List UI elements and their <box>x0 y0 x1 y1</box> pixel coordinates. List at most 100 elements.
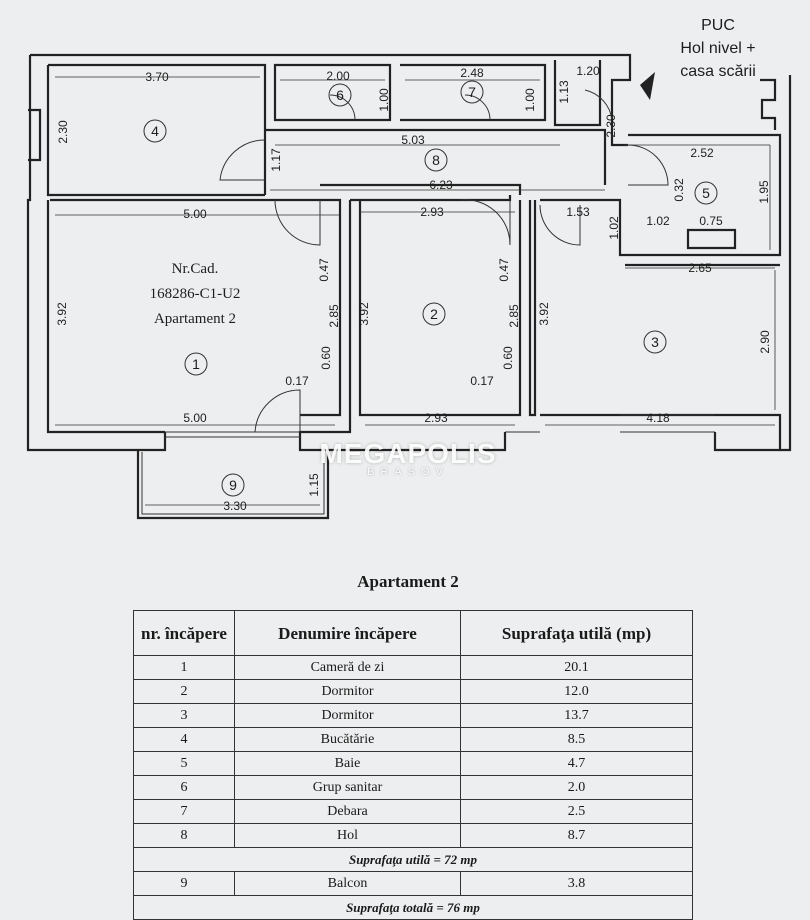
dim-label: 3.70 <box>145 70 169 84</box>
cell-nr: 9 <box>133 871 235 896</box>
dim-label: 2.85 <box>507 304 521 328</box>
table-row: 6 Grup sanitar 2.0 <box>133 775 693 800</box>
cell-area: 8.5 <box>460 727 693 752</box>
dim-label: 2.48 <box>460 66 484 80</box>
dim-label: 2.52 <box>690 146 714 160</box>
dim-label: 1.02 <box>646 214 670 228</box>
useful-total: Suprafaţa utilă = 72 mp <box>133 847 693 872</box>
cell-name: Balcon <box>234 871 461 896</box>
rooms-table: nr. încăpere Denumire încăpere Suprafaţa… <box>133 610 693 920</box>
cell-area: 8.7 <box>460 823 693 848</box>
room-number-7: 7 <box>468 84 476 100</box>
dim-label: 5.00 <box>183 207 207 221</box>
dim-label: 1.13 <box>557 80 571 104</box>
cell-name: Cameră de zi <box>234 655 461 680</box>
cell-name: Debara <box>234 799 461 824</box>
cell-area: 4.7 <box>460 751 693 776</box>
balcony-row: 9 Balcon 3.8 <box>133 871 693 896</box>
watermark-name: MEGAPOLIS <box>319 438 497 469</box>
cell-area: 13.7 <box>460 703 693 728</box>
dim-label: 0.32 <box>672 178 686 202</box>
dim-label: 2.93 <box>420 205 444 219</box>
table-row: 5 Baie 4.7 <box>133 751 693 776</box>
cell-name: Bucătărie <box>234 727 461 752</box>
table-row: 2 Dormitor 12.0 <box>133 679 693 704</box>
cell-name: Grup sanitar <box>234 775 461 800</box>
door-swings <box>219 89 669 433</box>
table-row: 3 Dormitor 13.7 <box>133 703 693 728</box>
dim-label: 0.47 <box>497 258 511 282</box>
vertical-dimension-labels: 2.30 1.00 1.00 1.13 1.17 2.30 0.32 1.95 … <box>55 80 772 497</box>
cell-area: 20.1 <box>460 655 693 680</box>
cell-name: Hol <box>234 823 461 848</box>
dim-label: 1.20 <box>576 64 600 78</box>
table-row: 4 Bucătărie 8.5 <box>133 727 693 752</box>
room-number-2: 2 <box>430 306 438 322</box>
cad-line-3: Apartament 2 <box>154 311 236 327</box>
dim-label: 1.95 <box>757 180 771 204</box>
dim-label: 4.18 <box>646 411 670 425</box>
table-row: 8 Hol 8.7 <box>133 823 693 848</box>
dim-label: 1.53 <box>566 205 590 219</box>
grand-total: Suprafaţa totală = 76 mp <box>133 895 693 920</box>
dim-label: 2.65 <box>688 261 712 275</box>
dim-label: 1.00 <box>523 88 537 112</box>
cell-nr: 4 <box>133 727 235 752</box>
room-number-3: 3 <box>651 334 659 350</box>
room-number-1: 1 <box>192 356 200 372</box>
cell-area: 2.0 <box>460 775 693 800</box>
room-number-9: 9 <box>229 477 237 493</box>
cell-name: Baie <box>234 751 461 776</box>
cell-nr: 8 <box>133 823 235 848</box>
dim-label: 5.00 <box>183 411 207 425</box>
cell-nr: 2 <box>133 679 235 704</box>
watermark-city: BRASOV <box>367 466 449 478</box>
cad-line-2: 168286-C1-U2 <box>150 286 241 302</box>
table-row: 1 Cameră de zi 20.1 <box>133 655 693 680</box>
label-casa-scarii: casa scării <box>680 63 756 80</box>
dim-label: 2.93 <box>424 411 448 425</box>
dimension-labels: 3.70 2.00 2.48 1.20 5.03 2.52 6.23 1.02 … <box>145 64 723 513</box>
room-markers: 1 2 3 4 5 6 7 8 9 <box>143 80 718 497</box>
dim-label: 2.30 <box>604 114 618 138</box>
useful-total-row: Suprafaţa utilă = 72 mp <box>133 847 693 872</box>
dim-label: 0.60 <box>319 346 333 370</box>
cad-line-1: Nr.Cad. <box>172 261 219 277</box>
label-puc: PUC <box>701 17 735 34</box>
header-nr: nr. încăpere <box>133 610 235 656</box>
dim-label: 3.30 <box>223 499 247 513</box>
dim-label: 3.92 <box>357 302 371 326</box>
dim-label: 6.23 <box>429 178 453 192</box>
dim-label: 1.02 <box>607 216 621 240</box>
room-number-5: 5 <box>702 185 710 201</box>
cell-nr: 7 <box>133 799 235 824</box>
dim-label: 3.92 <box>537 302 551 326</box>
room-number-4: 4 <box>151 123 159 139</box>
dim-label: 0.47 <box>317 258 331 282</box>
header-area: Suprafaţa utilă (mp) <box>460 610 693 656</box>
table-row: 7 Debara 2.5 <box>133 799 693 824</box>
dim-label: 2.85 <box>327 304 341 328</box>
room-number-6: 6 <box>336 87 344 103</box>
cell-nr: 5 <box>133 751 235 776</box>
dim-label: 1.00 <box>377 88 391 112</box>
dim-label: 0.75 <box>699 214 723 228</box>
cell-name: Dormitor <box>234 703 461 728</box>
table-title: Apartament 2 <box>357 572 459 591</box>
cell-nr: 3 <box>133 703 235 728</box>
north-arrow-icon <box>640 72 655 100</box>
cell-nr: 1 <box>133 655 235 680</box>
floor-plan: PUC Hol nivel + casa scării Nr.Cad. 1682… <box>26 17 792 520</box>
room-number-8: 8 <box>432 152 440 168</box>
dim-label: 3.92 <box>55 302 69 326</box>
dim-label: 2.30 <box>56 120 70 144</box>
cell-area: 2.5 <box>460 799 693 824</box>
cell-name: Dormitor <box>234 679 461 704</box>
table-header-row: nr. încăpere Denumire încăpere Suprafaţa… <box>133 610 693 656</box>
dim-label: 2.90 <box>758 330 772 354</box>
grand-total-row: Suprafaţa totală = 76 mp <box>133 895 693 920</box>
dim-label: 0.17 <box>285 374 309 388</box>
cell-area: 12.0 <box>460 679 693 704</box>
dim-label: 0.60 <box>501 346 515 370</box>
cell-area: 3.8 <box>460 871 693 896</box>
